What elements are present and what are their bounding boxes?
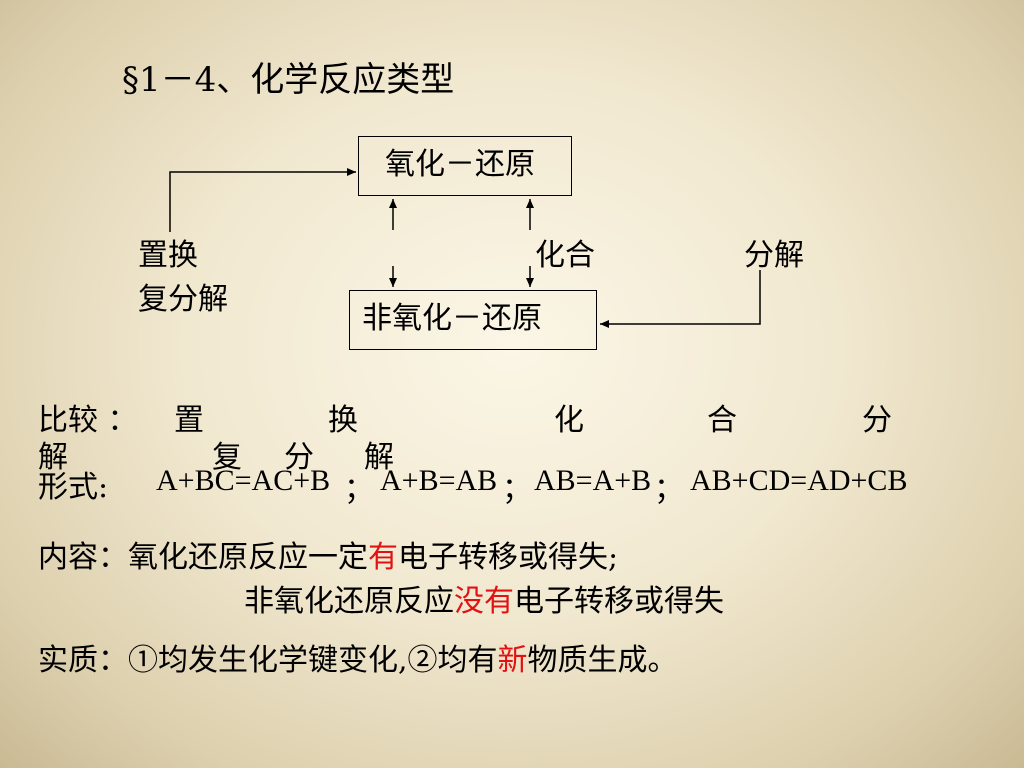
- content-line2-text-a: 非氧化还原反应: [244, 584, 454, 619]
- content-label: 内容：: [38, 540, 128, 575]
- compare-col-1: 置: [174, 403, 204, 438]
- essence-line: 实质：①均发生化学键变化,②均有新物质生成。: [38, 635, 678, 679]
- compare-line2-3: 分: [284, 440, 314, 475]
- form-double-decomposition: AB+CD=AD+CB: [690, 464, 908, 497]
- label-combination: 化合: [535, 238, 595, 273]
- content-line1-highlight: 有: [368, 540, 398, 575]
- essence-text-a: ①均发生化学键变化,②均有: [128, 643, 498, 678]
- content-line1-text-a: 氧化还原反应一定: [128, 540, 368, 575]
- content-line-2: 非氧化还原反应没有电子转移或得失: [244, 576, 724, 620]
- non-redox-box: 非氧化－还原: [349, 290, 597, 350]
- essence-text-b: 物质生成。: [527, 643, 678, 678]
- redox-box: 氧化－还原: [358, 136, 572, 196]
- compare-label: 比较 ：: [38, 403, 138, 438]
- label-displacement: 置换: [138, 238, 198, 273]
- content-line-1: 内容：氧化还原反应一定有电子转移或得失;: [38, 532, 618, 576]
- form-displacement: A+BC=AC+B: [156, 464, 331, 497]
- content-line2-highlight: 没有: [454, 584, 514, 619]
- compare-line2-4: 解: [364, 440, 394, 475]
- form-sep-1: ；: [344, 473, 374, 506]
- form-combination: A+B=AB: [380, 464, 498, 497]
- arrow-decomposition-to-nonredox: [600, 270, 761, 328]
- label-double-decomposition: 复分解: [138, 282, 228, 317]
- essence-highlight: 新: [497, 643, 528, 678]
- form-decomposition: AB=A+B: [534, 464, 652, 497]
- form-sep-2: ；: [502, 473, 532, 506]
- compare-col-3: 化: [554, 403, 584, 438]
- content-line2-text-b: 电子转移或得失: [514, 584, 724, 619]
- compare-col-4: 合: [707, 403, 737, 438]
- form-label: 形式:: [38, 470, 109, 505]
- form-sep-3: ；: [654, 473, 684, 506]
- slide-title: §1－4、化学反应类型: [122, 60, 455, 100]
- content-line1-text-b: 电子转移或得失;: [398, 540, 619, 575]
- compare-line2-2: 复: [212, 440, 242, 475]
- compare-line2-1: 解: [38, 440, 68, 475]
- essence-label: 实质：: [38, 643, 128, 678]
- compare-col-5: 分: [862, 403, 892, 438]
- arrow-displacement-to-redox: [169, 168, 356, 232]
- label-decomposition: 分解: [744, 238, 804, 273]
- compare-col-2: 换: [328, 403, 358, 438]
